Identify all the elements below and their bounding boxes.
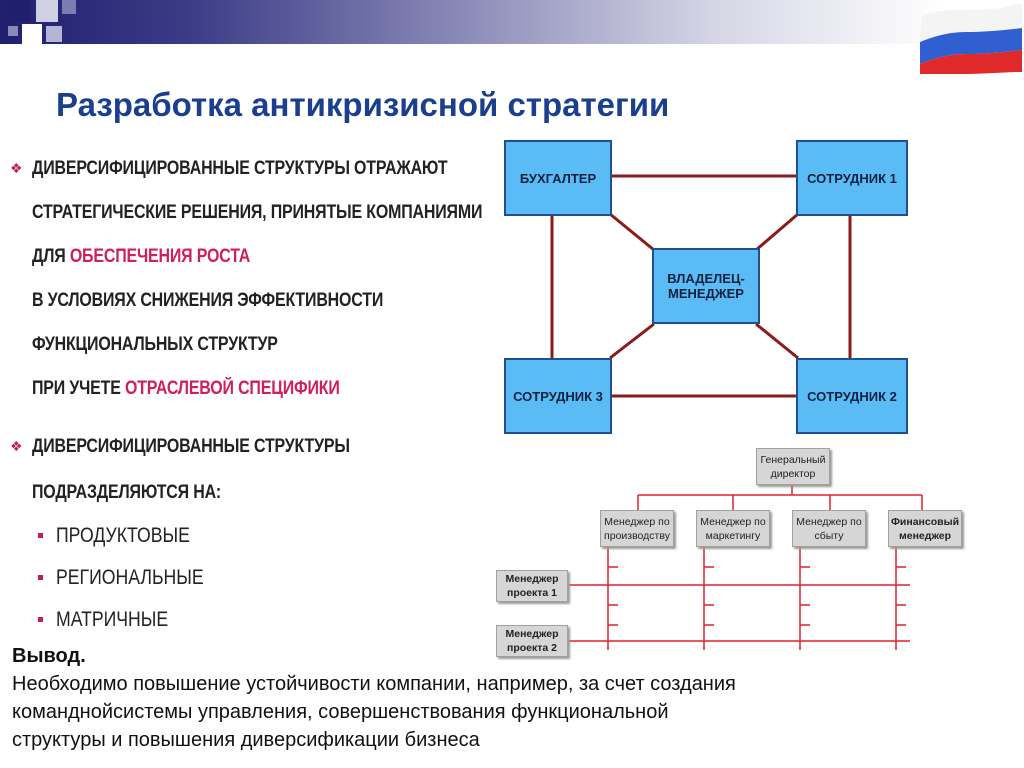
org-connectors xyxy=(568,485,923,650)
conclusion: Вывод. Необходимо повышение устойчивости… xyxy=(12,645,992,754)
sub-item-matrix: МАТРИЧНЫЕ xyxy=(56,608,169,631)
header-band xyxy=(0,0,1024,44)
node-employee-1: СОТРУДНИК 1 xyxy=(796,140,908,216)
bullet-2-line-1: ДИВЕРСИФИЦИРОВАННЫЕ СТРУКТУРЫ xyxy=(32,436,350,457)
page-title: Разработка антикризисной стратегии xyxy=(56,86,670,123)
org-ceo: Генеральный директор xyxy=(756,448,830,485)
bullet-1-line-3: ДЛЯ ОБЕСПЕЧЕНИЯ РОСТА xyxy=(32,246,250,268)
connector-tl-center xyxy=(609,212,655,252)
bullet-1-line-2: СТРАТЕГИЧЕСКИЕ РЕШЕНИЯ, ПРИНЯТЫЕ КОМПАНИ… xyxy=(32,202,483,223)
diamond-bullet-icon: ❖ xyxy=(10,438,23,454)
matrix-org-chart: Генеральный директор Менеджер по произво… xyxy=(490,445,970,660)
org-manager-sales: Менеджер по сбыту xyxy=(792,510,866,547)
connector-br-center xyxy=(755,322,799,360)
bullet-1-line-6: ПРИ УЧЕТЕ ОТРАСЛЕВОЙ СПЕЦИФИКИ xyxy=(32,378,340,400)
network-connectors xyxy=(550,174,852,398)
org-project-manager-1: Менеджер проекта 1 xyxy=(496,570,568,602)
connector-tr-center xyxy=(755,212,799,252)
line-3-prefix: ДЛЯ xyxy=(32,246,70,267)
line-6-prefix: ПРИ УЧЕТЕ xyxy=(32,378,125,399)
network-structure-diagram: БУХГАЛТЕР СОТРУДНИК 1 ВЛАДЕЛЕЦ- МЕНЕДЖЕР… xyxy=(500,138,910,434)
diamond-bullet-icon: ❖ xyxy=(10,160,23,176)
org-manager-production: Менеджер по производству xyxy=(600,510,674,547)
node-accountant: БУХГАЛТЕР xyxy=(504,140,612,216)
org-project-manager-2: Менеджер проекта 2 xyxy=(496,625,568,657)
highlight-industry: ОТРАСЛЕВОЙ СПЕЦИФИКИ xyxy=(124,378,340,399)
conclusion-heading: Вывод. xyxy=(12,645,86,667)
org-financial-manager: Финансовый менеджер xyxy=(888,510,962,547)
square-bullet-icon xyxy=(38,533,43,538)
sub-item-regional: РЕГИОНАЛЬНЫЕ xyxy=(56,566,204,589)
bullet-1-line-1: ДИВЕРСИФИЦИРОВАННЫЕ СТРУКТУРЫ ОТРАЖАЮТ xyxy=(32,158,448,179)
org-manager-marketing: Менеджер по маркетингу xyxy=(696,510,770,547)
bullet-1-line-4: В УСЛОВИЯХ СНИЖЕНИЯ ЭФФЕКТИВНОСТИ xyxy=(32,290,384,311)
highlight-growth: ОБЕСПЕЧЕНИЯ РОСТА xyxy=(69,246,251,267)
node-employee-3: СОТРУДНИК 3 xyxy=(504,358,612,434)
square-bullet-icon xyxy=(38,575,43,580)
node-employee-2: СОТРУДНИК 2 xyxy=(796,358,908,434)
bullet-1-line-5: ФУНКЦИОНАЛЬНЫХ СТРУКТУР xyxy=(32,334,278,355)
connector-bl-center xyxy=(609,322,655,360)
sub-item-product: ПРОДУКТОВЫЕ xyxy=(56,524,190,547)
conclusion-body: Необходимо повышение устойчивости компан… xyxy=(12,673,736,751)
square-bullet-icon xyxy=(38,617,43,622)
bullet-2-line-2: ПОДРАЗДЕЛЯЮТСЯ НА: xyxy=(32,482,222,503)
node-owner-manager: ВЛАДЕЛЕЦ- МЕНЕДЖЕР xyxy=(652,248,760,324)
russian-flag-icon xyxy=(920,4,1022,74)
